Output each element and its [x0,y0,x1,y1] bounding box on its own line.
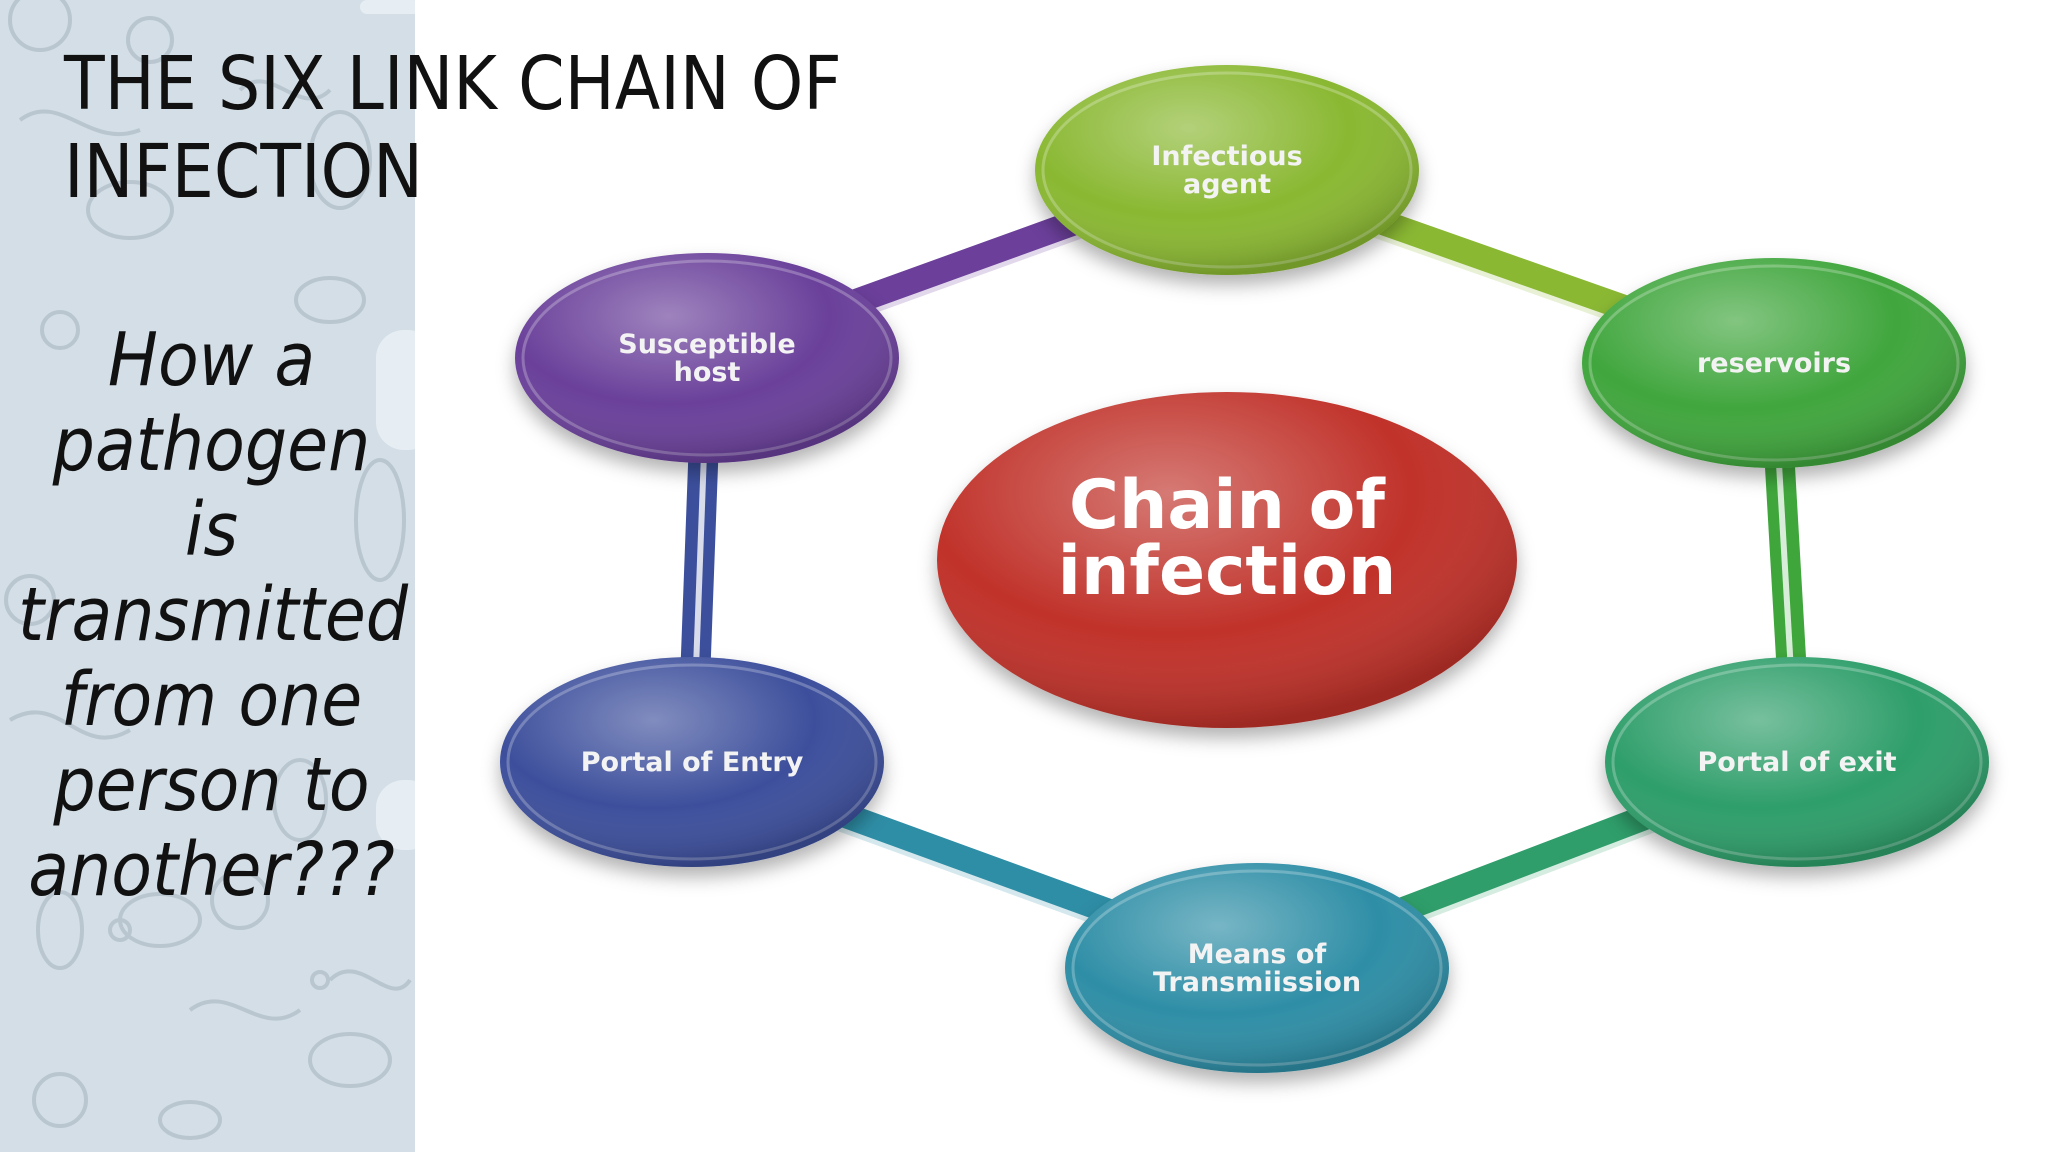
center-circle-shine [937,392,1517,728]
node-shine [1605,657,1989,867]
node-label-line: Portal of Entry [581,747,804,778]
center-label-line-1: Chain of [1069,466,1386,545]
node-shine [515,253,899,463]
node-portal-of-exit: Portal of exit [1605,657,1989,867]
node-label-line: agent [1183,169,1271,200]
node-shine [1582,258,1966,468]
node-label-line: Susceptible [618,329,795,360]
node-label-line: Means of [1188,939,1327,970]
microbe-pattern-illustration [4,0,415,1140]
center-label-line-2: infection [1058,532,1397,611]
slide-subtitle-question: How a pathogen is transmitted from one p… [18,317,409,913]
node-shine [1065,863,1449,1073]
slide-title: THE SIX LINK CHAIN OF INFECTION [64,41,842,215]
node-label-line: Portal of exit [1697,747,1896,778]
node-label-line: Transmiission [1153,967,1361,998]
node-label-line: Infectious [1151,141,1302,172]
node-reservoirs: reservoirs [1582,258,1966,468]
node-shine [500,657,884,867]
node-label-line: reservoirs [1697,348,1851,379]
sidebar-microbe-pattern [0,0,415,1152]
node-shine [1035,65,1419,275]
node-portal-of-entry: Portal of Entry [500,657,884,867]
center-node-chain-of-infection: Chain of infection [937,392,1517,728]
node-label-line: host [674,357,741,388]
